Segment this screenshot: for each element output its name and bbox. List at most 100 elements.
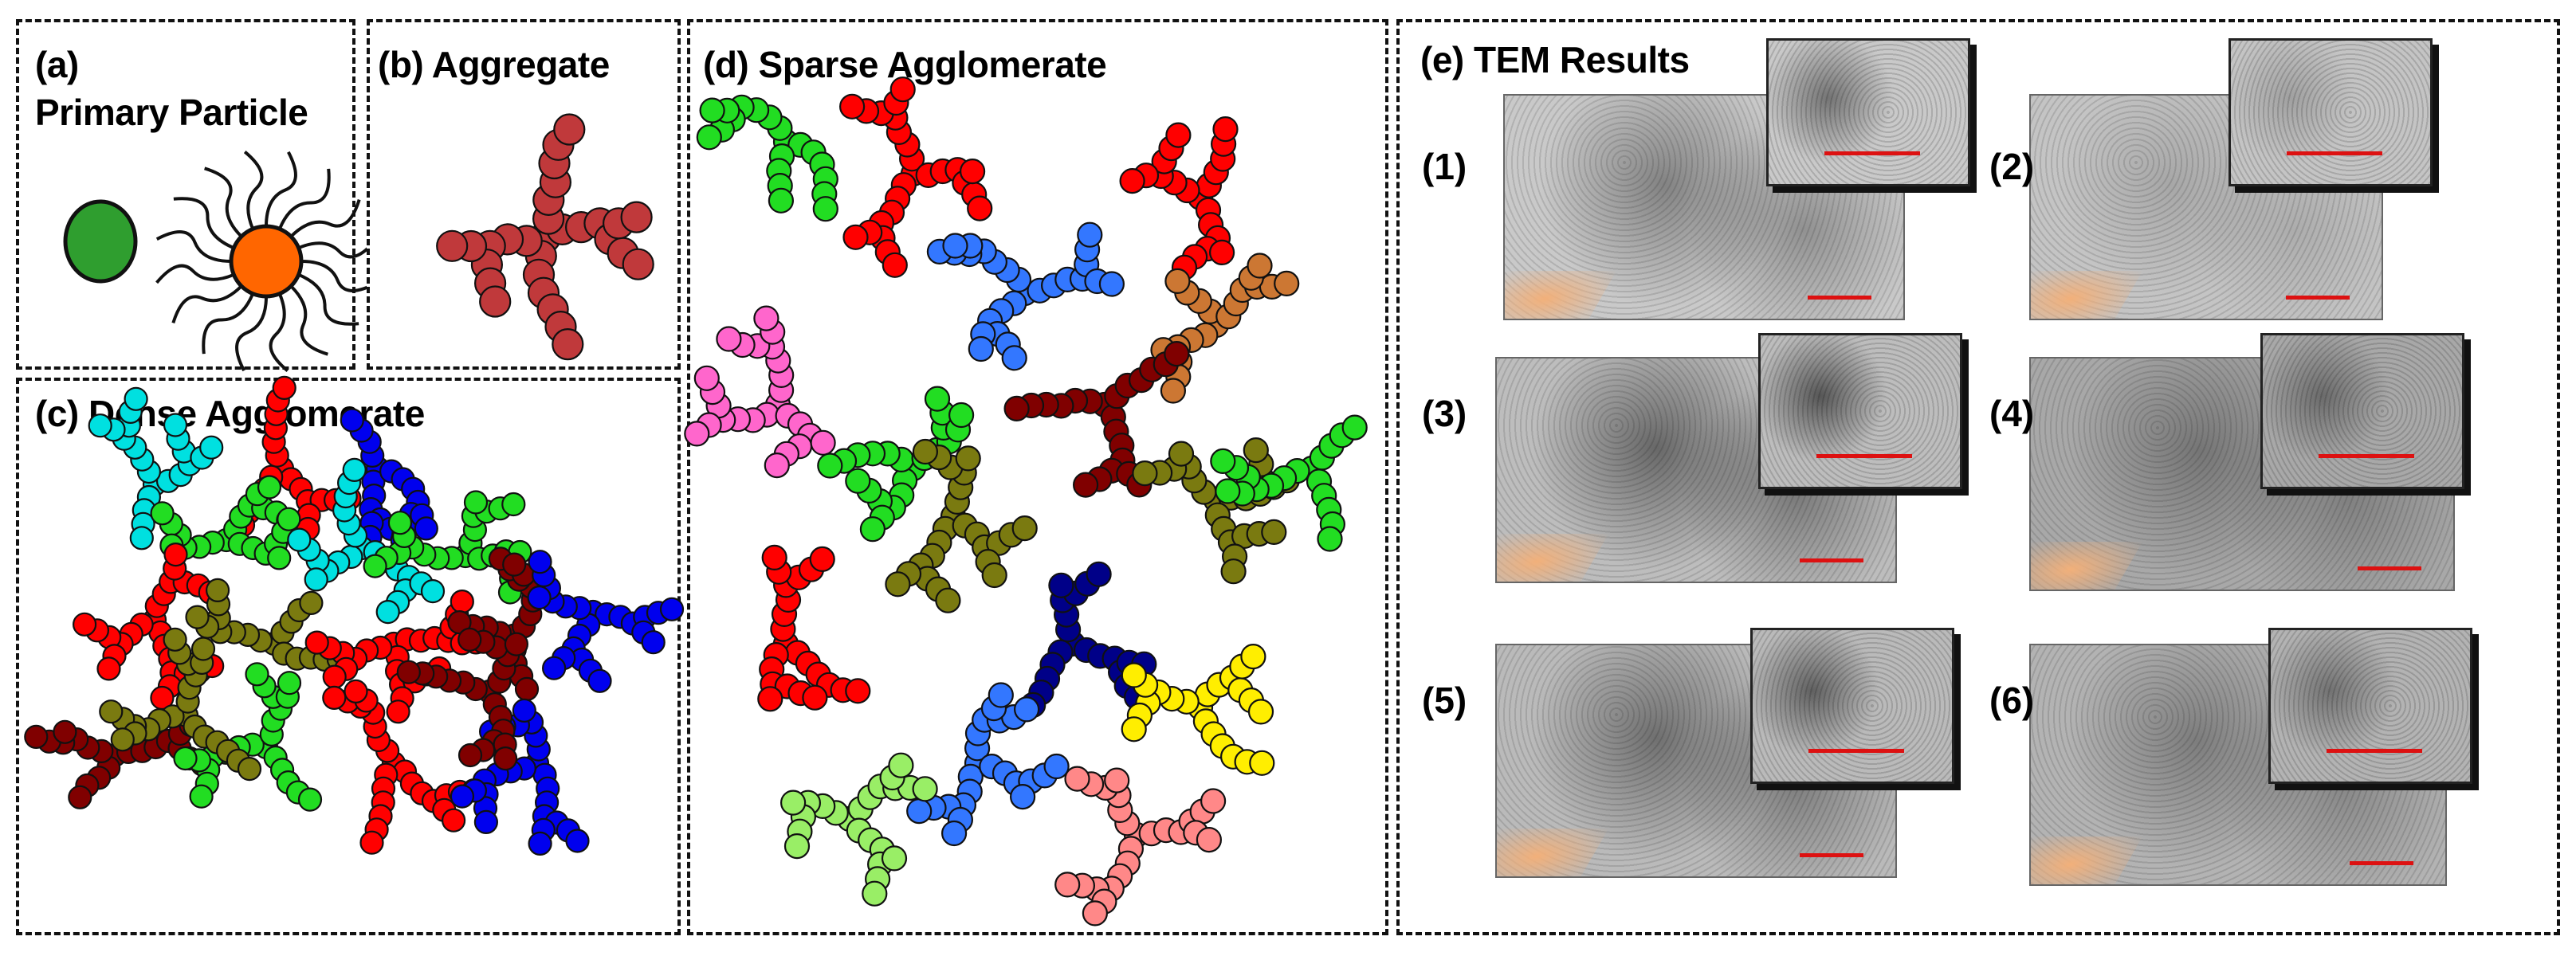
particle-cluster	[1003, 341, 1190, 498]
primary-particle	[1010, 783, 1036, 810]
ligand-chain	[289, 199, 361, 238]
primary-particle	[780, 789, 807, 816]
ligand-chain	[300, 260, 377, 292]
scale-bar	[1808, 296, 1871, 300]
particle-cluster	[150, 475, 301, 570]
primary-particle	[322, 664, 347, 689]
primary-particle	[1243, 437, 1269, 464]
tem-sample-label: (1)	[1422, 146, 1467, 187]
ligand-chain	[297, 272, 359, 326]
primary-particle	[129, 526, 154, 550]
primary-particle	[387, 511, 412, 535]
primary-particle	[1001, 345, 1027, 371]
particle-cluster	[1121, 643, 1275, 776]
primary-particle	[622, 248, 654, 280]
primary-particle	[968, 335, 994, 362]
primary-particle	[812, 196, 838, 222]
primary-particle	[641, 630, 666, 655]
primary-particle	[1165, 122, 1192, 148]
ligand-chain	[171, 284, 243, 323]
scale-bar	[2287, 151, 2382, 155]
primary-particle	[988, 682, 1014, 708]
primary-particle	[810, 429, 836, 456]
primary-particle	[420, 579, 446, 604]
panel-dense-agglomerate: (c) Dense Agglomerate	[16, 375, 685, 935]
particle-cluster	[684, 305, 836, 479]
primary-particle	[942, 233, 968, 259]
dense-agglomerate-diagram	[24, 375, 685, 856]
primary-particle	[299, 590, 324, 615]
primary-particle	[441, 808, 466, 833]
primary-particle	[565, 829, 590, 853]
scale-bar	[2319, 454, 2414, 458]
primary-particle	[757, 686, 783, 712]
primary-particle	[163, 543, 188, 567]
primary-particle	[885, 571, 911, 598]
primary-particle	[659, 597, 685, 621]
particle-cluster	[817, 386, 975, 543]
primary-particle	[150, 501, 175, 526]
particle-cluster	[1020, 561, 1157, 719]
primary-particle	[699, 97, 725, 123]
panel-a-label: (a)	[35, 44, 79, 85]
primary-particle	[764, 452, 790, 479]
particle-cluster	[885, 438, 1038, 613]
ligand-chain	[265, 151, 297, 227]
tem-micrograph	[1495, 357, 1897, 583]
panel-a-title: Primary Particle	[35, 92, 308, 133]
particle-cluster	[926, 221, 1125, 371]
particle-cluster	[363, 490, 532, 605]
primary-particle	[1054, 872, 1081, 898]
primary-particle	[1240, 643, 1266, 670]
primary-particle	[693, 365, 720, 391]
primary-particle	[304, 630, 329, 655]
primary-particle	[924, 386, 951, 412]
primary-particle	[88, 413, 112, 438]
primary-particle	[753, 305, 779, 331]
primary-particle	[888, 752, 914, 778]
primary-particle	[527, 586, 552, 610]
primary-particle	[277, 507, 301, 531]
primary-particle	[185, 605, 210, 629]
primary-particle	[344, 679, 368, 703]
primary-particle	[199, 435, 224, 460]
primary-particle	[809, 546, 835, 573]
primary-particle	[587, 668, 612, 693]
ligand-chain	[289, 284, 328, 356]
primary-particle	[553, 113, 586, 146]
primary-particle	[512, 698, 536, 723]
ligand-chain	[243, 151, 264, 230]
primary-particle	[257, 475, 282, 500]
primary-particle	[53, 719, 77, 744]
primary-particle	[267, 546, 292, 570]
primary-particle	[541, 656, 567, 680]
primary-particle	[72, 612, 97, 637]
primary-particle	[124, 386, 148, 411]
primary-particle	[457, 627, 482, 652]
particle-cluster	[436, 113, 654, 361]
primary-particle	[1043, 753, 1070, 780]
ligand-chain	[155, 230, 232, 263]
substrate-illustration	[2031, 542, 2143, 590]
primary-particle	[528, 550, 552, 574]
primary-particle	[479, 285, 512, 318]
primary-particle	[1003, 395, 1030, 421]
ligand-chain	[204, 167, 243, 238]
primary-particle	[189, 784, 214, 809]
scale-bar	[2350, 861, 2413, 865]
scale-bar	[2286, 296, 2350, 300]
particle-cluster	[906, 682, 1070, 847]
ligand-chain	[173, 197, 235, 250]
particle-cluster	[1054, 766, 1227, 927]
primary-particle	[287, 527, 312, 552]
primary-particle	[1160, 378, 1187, 404]
panel-b-label: (b) Aggregate	[378, 44, 610, 85]
primary-particle	[163, 413, 188, 437]
tem-inset-zoom	[1758, 333, 1962, 489]
primary-particle	[802, 684, 828, 711]
primary-particle	[1132, 460, 1158, 487]
primary-particle	[359, 830, 384, 855]
primary-particle	[163, 627, 187, 652]
ligand-chain	[297, 238, 377, 259]
primary-particle	[272, 375, 296, 400]
